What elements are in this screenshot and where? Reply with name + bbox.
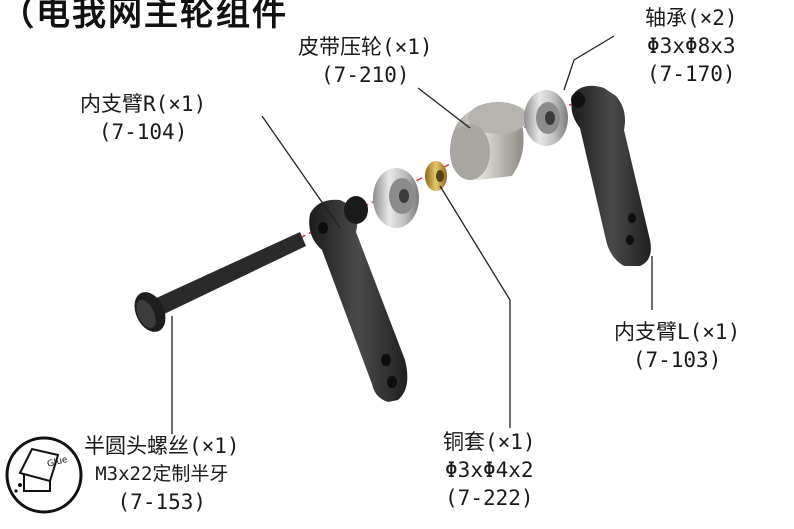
bearing-label: 轴承(×2) Φ3xΦ8x3 (7-170) — [645, 4, 738, 88]
inner-arm-l-part — [571, 85, 651, 266]
bearing-spec: Φ3xΦ8x3 — [647, 34, 736, 58]
belt-pulley-code: (7-210) — [321, 63, 410, 87]
screw-code: (7-153) — [117, 490, 207, 514]
inner-arm-r-code: (7-104) — [98, 120, 188, 144]
leader-copper-sleeve — [439, 185, 511, 428]
glue-badge: Glue — [5, 436, 83, 514]
screw-label: 半圆头螺丝(×1) M3x22定制半牙 (7-153) — [84, 432, 240, 516]
bearing-name: 轴承(×2) — [645, 6, 738, 30]
leader-inner-arm-r — [261, 115, 341, 229]
inner-arm-l-code: (7-103) — [632, 348, 722, 372]
inner-arm-r-name: 内支臂R(×1) — [80, 92, 207, 116]
bearing-part-2 — [524, 90, 568, 146]
copper-sleeve-spec: Φ3xΦ4x2 — [445, 458, 534, 482]
copper-sleeve-code: (7-222) — [445, 486, 534, 510]
copper-sleeve-label: 铜套(×1) Φ3xΦ4x2 (7-222) — [443, 428, 536, 512]
screw-part — [134, 232, 306, 332]
inner-arm-r-part — [309, 196, 408, 402]
leader-bearing — [563, 35, 615, 91]
leader-belt-pulley — [417, 87, 471, 129]
inner-arm-l-label: 内支臂L(×1) (7-103) — [614, 318, 740, 374]
belt-pulley-name: 皮带压轮(×1) — [298, 35, 433, 59]
copper-sleeve-name: 铜套(×1) — [443, 430, 536, 454]
bearing-code: (7-170) — [647, 62, 736, 86]
bearing-part-1 — [373, 168, 419, 228]
screw-spec: M3x22定制半牙 — [95, 463, 229, 485]
copper-sleeve-part — [425, 161, 447, 191]
belt-pulley-part — [450, 102, 528, 180]
inner-arm-r-label: 内支臂R(×1) (7-104) — [80, 90, 206, 146]
inner-arm-l-name: 内支臂L(×1) — [614, 320, 741, 344]
page-title: （电我网主轮组件 — [0, 0, 288, 34]
screw-name: 半圆头螺丝(×1) — [84, 434, 240, 458]
belt-pulley-label: 皮带压轮(×1) (7-210) — [298, 33, 433, 89]
